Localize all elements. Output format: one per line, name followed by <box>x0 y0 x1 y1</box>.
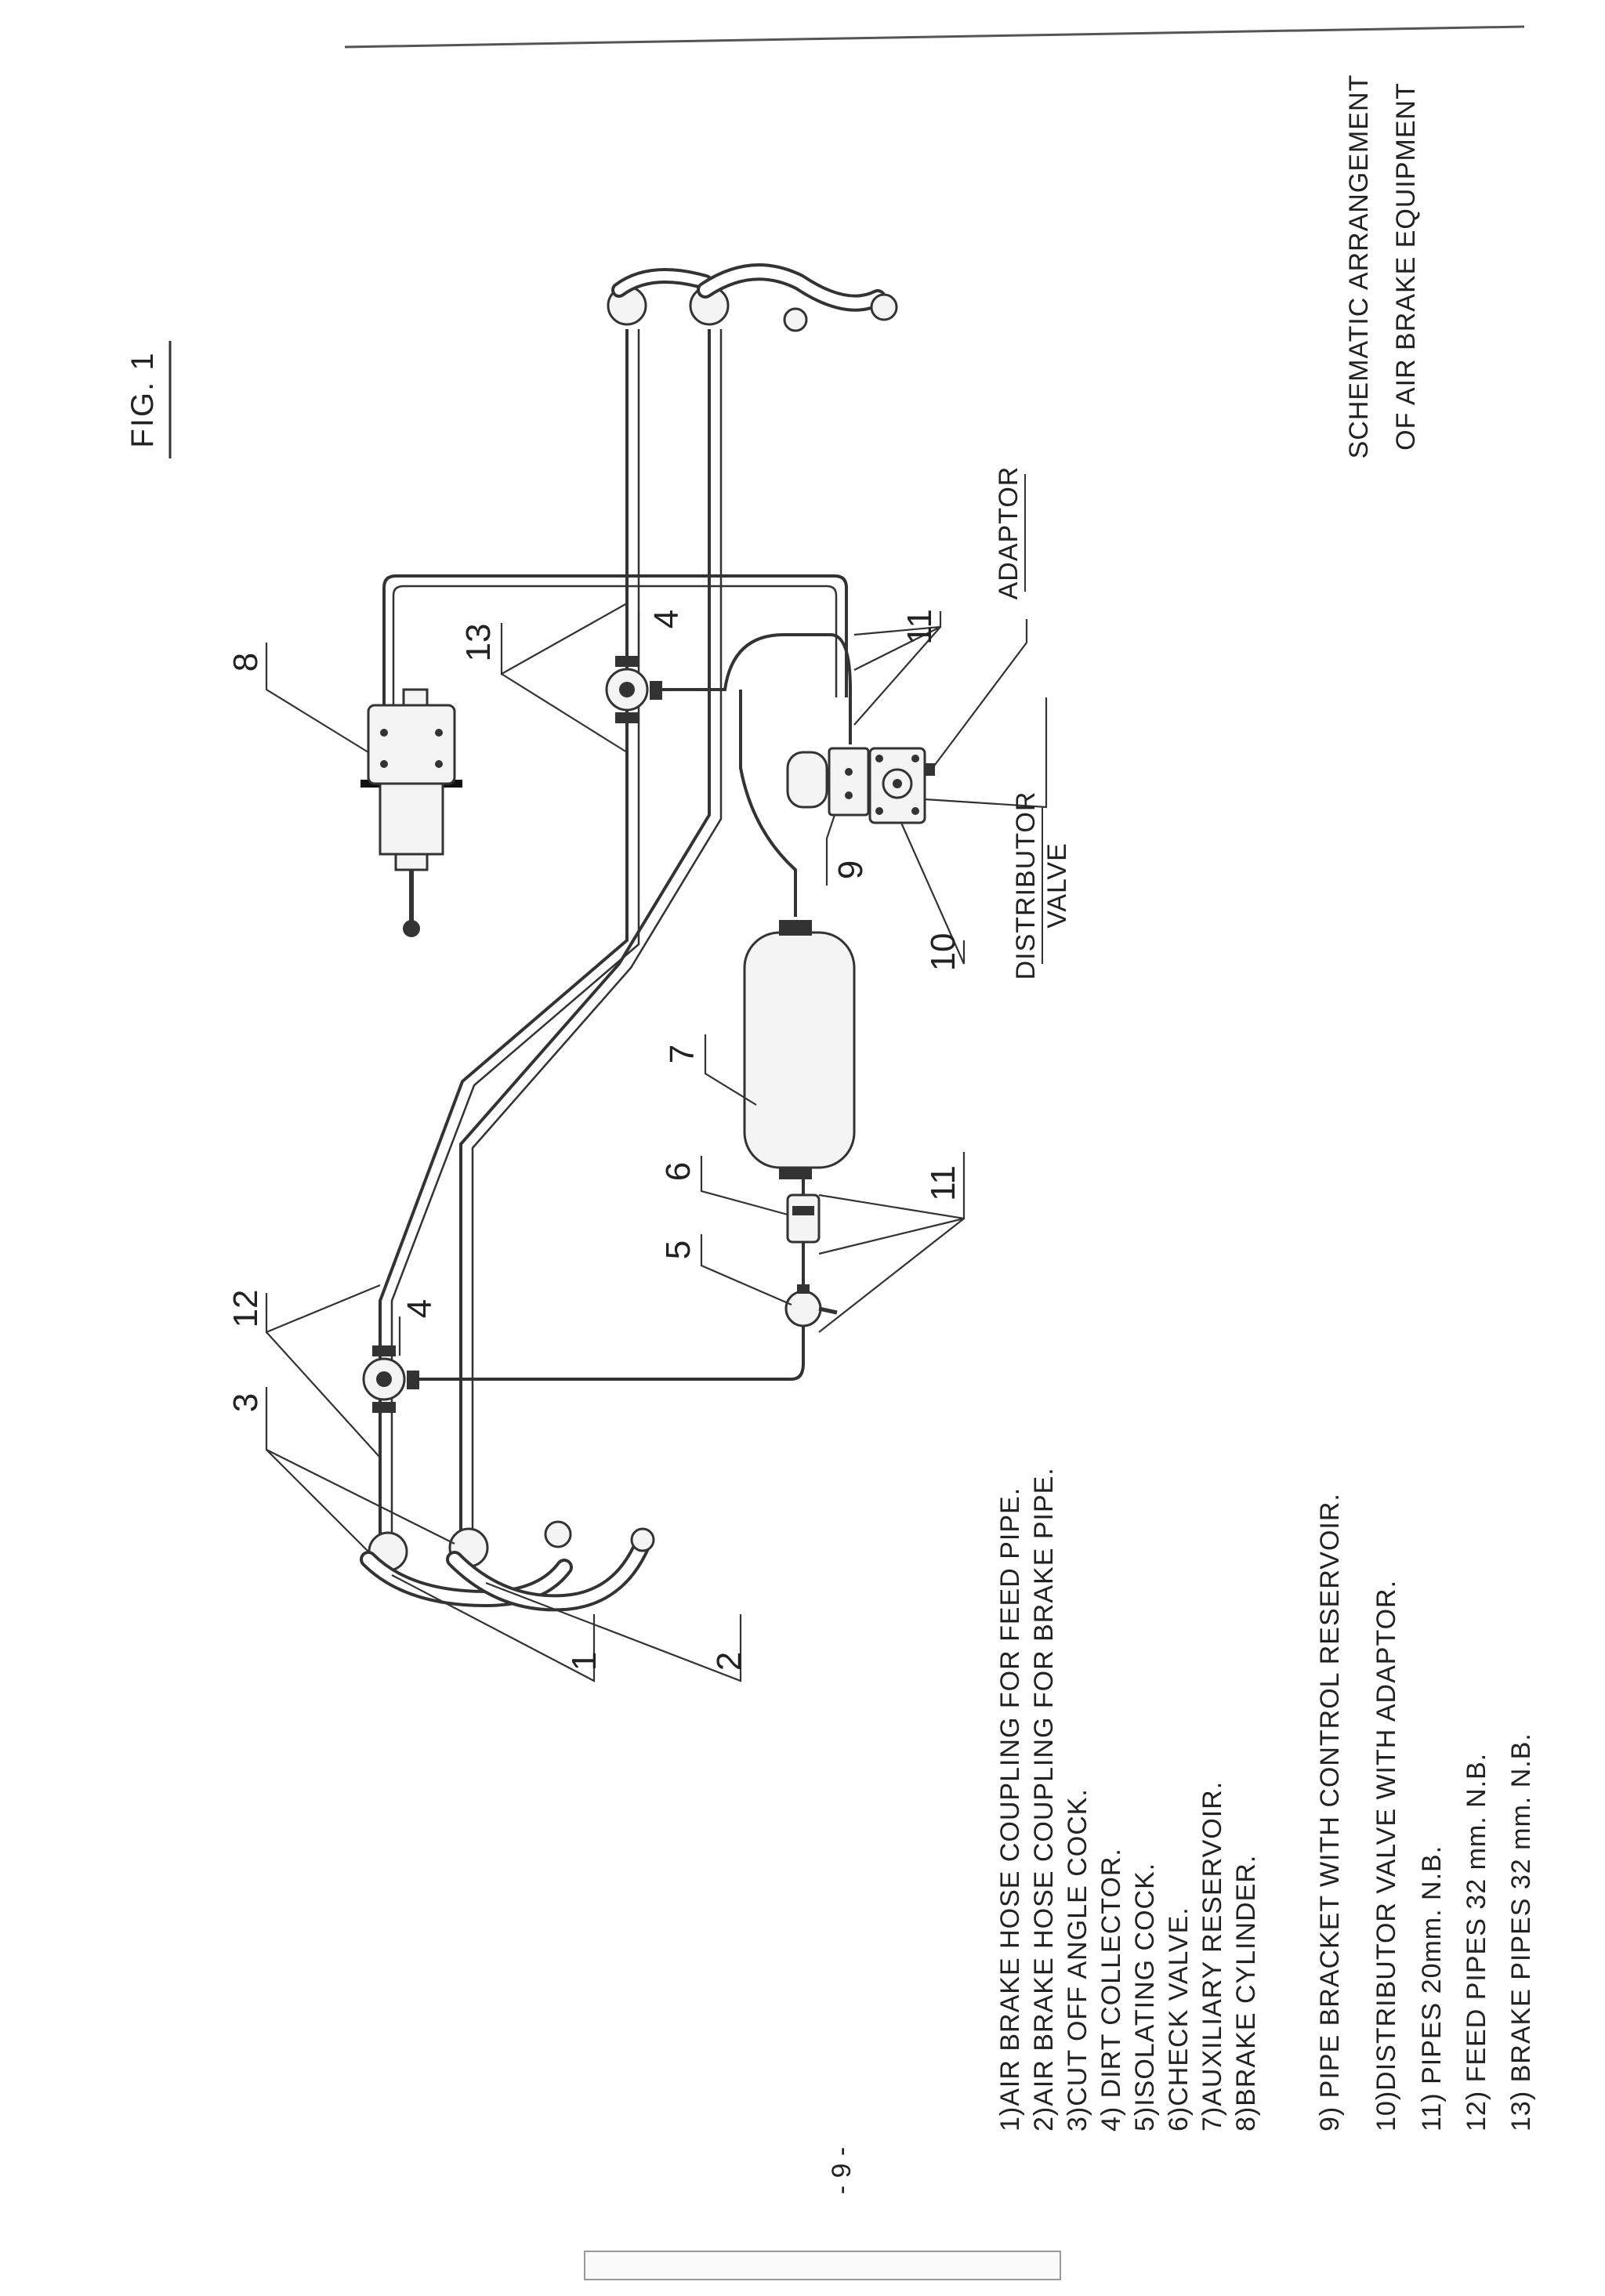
svg-text:- 9 -: - 9 - <box>827 2147 857 2194</box>
legend-item-4: 4) DIRT COLLECTOR. <box>1096 1848 1126 2131</box>
svg-text:3: 3 <box>226 1393 265 1412</box>
svg-text:4) DIRT COLLECTOR.: 4) DIRT COLLECTOR. <box>1096 1848 1126 2131</box>
svg-text:8)BRAKE CYLINDER.: 8)BRAKE CYLINDER. <box>1231 1855 1261 2131</box>
svg-text:1)AIR BRAKE HOSE COUPLING FOR: 1)AIR BRAKE HOSE COUPLING FOR FEED PIPE. <box>995 1487 1025 2131</box>
pipe-bracket <box>828 747 870 817</box>
brake-cylinder-pipe <box>382 574 848 705</box>
legend-item-10: 10)DISTRIBUTOR VALVE WITH ADAPTOR. <box>1371 1580 1401 2131</box>
svg-text:11: 11 <box>900 609 939 645</box>
page-number: - 9 - <box>827 2147 857 2194</box>
svg-text:VALVE: VALVE <box>1042 842 1072 929</box>
svg-text:7: 7 <box>663 1045 701 1063</box>
brake-pipe-13-inner <box>471 329 723 1552</box>
svg-text:9) PIPE BRACKET WITH CONTROL R: 9) PIPE BRACKET WITH CONTROL RESERVOIR. <box>1315 1493 1345 2131</box>
dirt-collector-left <box>362 1345 419 1413</box>
svg-text:4: 4 <box>647 610 686 628</box>
svg-text:2)AIR BRAKE HOSE COUPLING FOR: 2)AIR BRAKE HOSE COUPLING FOR BRAKE PIPE… <box>1029 1467 1059 2131</box>
callout-6: 6 <box>659 1162 697 1181</box>
auxiliary-reservoir <box>743 920 856 1179</box>
feed-pipe-12-inner <box>390 329 640 1552</box>
legend-item-13: 13) BRAKE PIPES 32 mm. N.B. <box>1506 1733 1536 2131</box>
hose-coupling-brake-right <box>689 263 898 332</box>
svg-text:12) FEED PIPES 32 mm. N.B.: 12) FEED PIPES 32 mm. N.B. <box>1462 1753 1491 2131</box>
legend-item-11: 11) PIPES 20mm. N.B. <box>1417 1845 1447 2131</box>
svg-text:FIG. 1: FIG. 1 <box>125 351 160 447</box>
svg-text:5)ISOLATING COCK.: 5)ISOLATING COCK. <box>1130 1863 1160 2131</box>
scan-top-edge <box>344 25 1525 49</box>
distributor-valve-label: DISTRIBUTOR VALVE <box>1011 791 1072 980</box>
callout-4-right: 4 <box>647 610 686 628</box>
svg-text:7)AUXILIARY RESERVOIR.: 7)AUXILIARY RESERVOIR. <box>1197 1781 1227 2131</box>
callout-8: 8 <box>226 653 265 672</box>
callout-4-left: 4 <box>400 1299 439 1318</box>
callout-1: 1 <box>565 1652 603 1671</box>
svg-text:10)DISTRIBUTOR VALVE WITH ADAP: 10)DISTRIBUTOR VALVE WITH ADAPTOR. <box>1371 1580 1401 2131</box>
feed-pipe-12 <box>379 329 629 1552</box>
svg-text:6)CHECK VALVE.: 6)CHECK VALVE. <box>1164 1907 1194 2131</box>
legend-item-7: 7)AUXILIARY RESERVOIR. <box>1197 1781 1227 2131</box>
pipe-20mm-upper <box>658 633 852 744</box>
isolating-cock <box>784 1284 838 1327</box>
leader-lines <box>265 603 1048 1682</box>
pipe-reservoir-to-bracket <box>739 690 797 917</box>
legend-item-3: 3)CUT OFF ANGLE COCK. <box>1063 1788 1092 2131</box>
brake-cylinder <box>360 688 462 937</box>
svg-text:2: 2 <box>710 1652 748 1671</box>
callout-13: 13 <box>459 624 498 662</box>
legend-item-12: 12) FEED PIPES 32 mm. N.B. <box>1462 1753 1491 2131</box>
check-valve <box>786 1193 821 1244</box>
svg-text:OF AIR BRAKE EQUIPMENT: OF AIR BRAKE EQUIPMENT <box>1391 82 1421 451</box>
svg-text:3)CUT OFF ANGLE COCK.: 3)CUT OFF ANGLE COCK. <box>1063 1788 1092 2131</box>
legend-item-6: 6)CHECK VALVE. <box>1164 1907 1194 2131</box>
svg-text:13: 13 <box>459 624 498 662</box>
svg-text:DISTRIBUTOR: DISTRIBUTOR <box>1011 791 1041 980</box>
svg-text:1: 1 <box>565 1652 603 1671</box>
svg-text:11: 11 <box>924 1165 962 1201</box>
svg-text:ADAPTOR: ADAPTOR <box>994 466 1024 600</box>
legend-item-8: 8)BRAKE CYLINDER. <box>1231 1855 1261 2131</box>
svg-text:4: 4 <box>400 1299 439 1318</box>
distributor-valve <box>868 747 935 824</box>
callout-7: 7 <box>663 1045 701 1063</box>
callout-9: 9 <box>831 860 870 879</box>
figure-label: FIG. 1 <box>125 341 172 458</box>
legend-item-5: 5)ISOLATING COCK. <box>1130 1863 1160 2131</box>
svg-text:9: 9 <box>831 860 870 879</box>
legend-item-9: 9) PIPE BRACKET WITH CONTROL RESERVOIR. <box>1315 1493 1345 2131</box>
callout-5: 5 <box>659 1240 697 1259</box>
brake-cylinder-pipe-inner <box>392 585 838 705</box>
svg-text:SCHEMATIC ARRANGEMENT: SCHEMATIC ARRANGEMENT <box>1344 74 1374 459</box>
pipe-20mm-lower <box>415 1324 805 1381</box>
callout-2: 2 <box>710 1652 748 1671</box>
scan-footer-strip <box>584 2251 1061 2280</box>
callout-3: 3 <box>226 1393 265 1412</box>
callout-11-upper: 11 <box>900 609 939 645</box>
hose-coupling-feed-left <box>360 1520 573 1608</box>
svg-text:8: 8 <box>226 653 265 672</box>
hose-coupling-feed-right <box>607 268 713 326</box>
svg-text:11) PIPES 20mm. N.B.: 11) PIPES 20mm. N.B. <box>1417 1845 1447 2131</box>
control-reservoir <box>786 751 828 809</box>
svg-text:13) BRAKE PIPES 32 mm. N.B.: 13) BRAKE PIPES 32 mm. N.B. <box>1506 1733 1536 2131</box>
svg-text:10: 10 <box>924 933 962 972</box>
brake-pipe-13 <box>459 329 711 1552</box>
callout-11-lower: 11 <box>924 1165 962 1201</box>
svg-text:5: 5 <box>659 1240 697 1259</box>
hose-coupling-brake-left <box>446 1527 655 1612</box>
svg-text:12: 12 <box>226 1290 265 1328</box>
dirt-collector-right <box>605 656 662 723</box>
callout-12: 12 <box>226 1290 265 1328</box>
diagram-title: SCHEMATIC ARRANGEMENT OF AIR BRAKE EQUIP… <box>1344 74 1421 459</box>
svg-text:6: 6 <box>659 1162 697 1181</box>
legend-item-1-pos: 1)AIR BRAKE HOSE COUPLING FOR FEED PIPE. <box>995 1487 1025 2131</box>
callout-10: 10 <box>924 933 962 972</box>
legend-item-2: 2)AIR BRAKE HOSE COUPLING FOR BRAKE PIPE… <box>1029 1467 1059 2131</box>
adaptor-label: ADAPTOR <box>994 466 1026 600</box>
